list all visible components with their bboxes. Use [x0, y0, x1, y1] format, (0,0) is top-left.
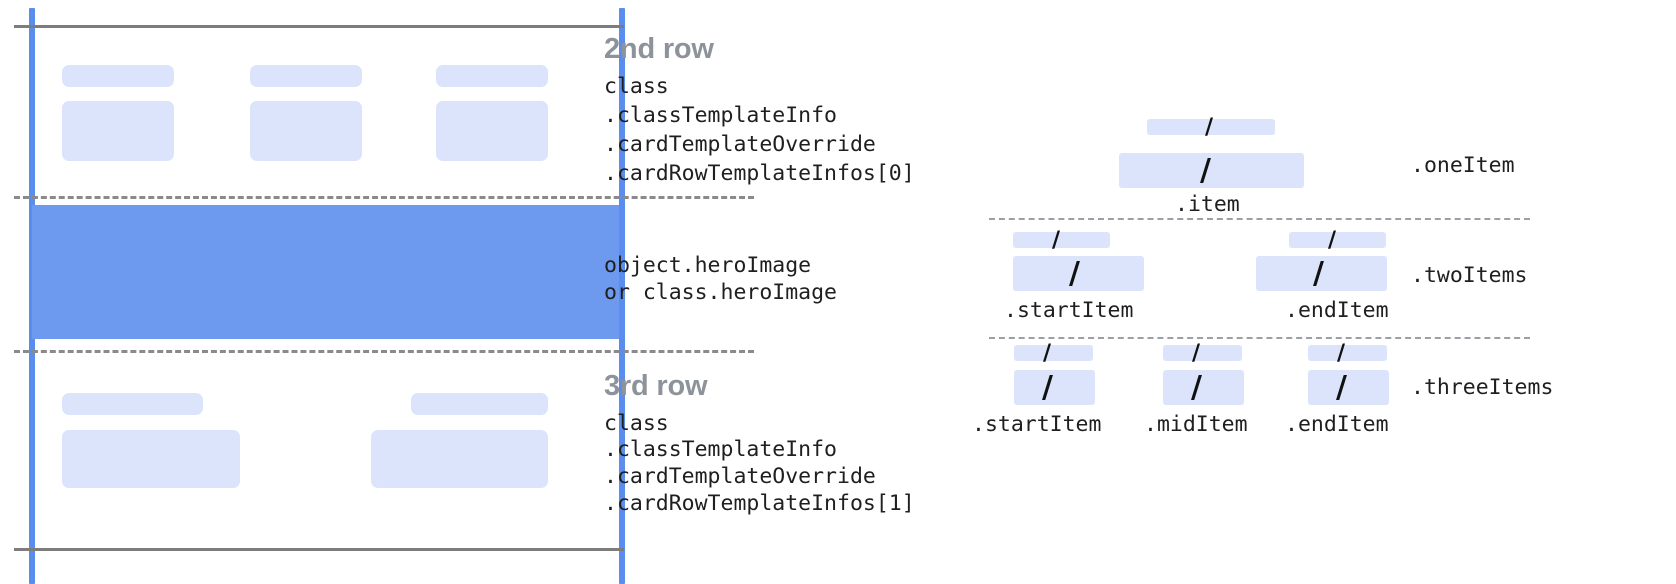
slash-glyph: /	[1328, 228, 1337, 253]
slot-body-box	[1256, 256, 1387, 291]
card-top-rule	[14, 25, 624, 28]
slot-label: .midItem	[1144, 412, 1248, 437]
group-label: .oneItem	[1411, 153, 1515, 178]
second-row-path-line: class	[604, 74, 669, 99]
third-row-path-line: .cardRowTemplateInfos[1]	[604, 491, 915, 516]
group-label: .twoItems	[1411, 263, 1528, 288]
slot-title-box	[1013, 232, 1110, 248]
slot-label: .endItem	[1285, 298, 1389, 323]
second-row-path-line: .cardTemplateOverride	[604, 132, 876, 157]
slot-title-box	[1147, 119, 1275, 135]
third-row-heading: 3rd row	[604, 370, 708, 402]
third-row-path-line: .cardTemplateOverride	[604, 464, 876, 489]
slot-body-box	[1119, 153, 1304, 188]
slash-glyph: /	[1042, 370, 1053, 405]
item-body-chip	[62, 430, 240, 488]
item-title-chip	[411, 393, 548, 415]
slot-title-box	[1289, 232, 1386, 248]
hero-path-line: or class.heroImage	[604, 280, 837, 305]
variant-separator	[989, 218, 1530, 220]
item-body-chip	[371, 430, 548, 488]
second-row-heading: 2nd row	[604, 33, 714, 65]
slash-glyph: /	[1336, 370, 1347, 405]
slash-glyph: /	[1200, 153, 1211, 188]
slash-glyph: /	[1191, 370, 1202, 405]
slot-title-box	[1014, 345, 1093, 361]
slot-title-box	[1308, 345, 1387, 361]
item-body-chip	[62, 101, 174, 161]
slot-body-box	[1308, 370, 1389, 405]
variant-separator	[989, 337, 1530, 339]
slash-glyph: /	[1069, 256, 1080, 291]
item-body-chip	[250, 101, 362, 161]
hero-image-block	[32, 205, 619, 339]
slash-glyph: /	[1313, 256, 1324, 291]
slot-body-box	[1163, 370, 1244, 405]
slash-glyph: /	[1052, 228, 1061, 253]
row-separator-bottom	[14, 350, 754, 353]
slot-title-box	[1163, 345, 1242, 361]
item-title-chip	[436, 65, 548, 87]
item-body-chip	[436, 101, 548, 161]
hero-path-line: object.heroImage	[604, 253, 812, 278]
slot-label: .startItem	[1004, 298, 1134, 323]
third-row-path-line: .classTemplateInfo	[604, 437, 837, 462]
slash-glyph: /	[1337, 341, 1346, 366]
card-right-edge-guide	[619, 8, 625, 584]
group-label: .threeItems	[1411, 375, 1554, 400]
slash-glyph: /	[1043, 341, 1052, 366]
slot-body-box	[1014, 370, 1095, 405]
slash-glyph: /	[1192, 341, 1201, 366]
slot-label: .startItem	[972, 412, 1102, 437]
second-row-path-line: .classTemplateInfo	[604, 103, 837, 128]
card-bottom-rule	[14, 548, 624, 551]
item-title-chip	[62, 65, 174, 87]
slash-glyph: /	[1205, 115, 1214, 140]
slot-label: .item	[1175, 192, 1240, 217]
item-title-chip	[62, 393, 203, 415]
third-row-path-line: class	[604, 411, 669, 436]
slot-body-box	[1013, 256, 1144, 291]
item-title-chip	[250, 65, 362, 87]
second-row-path-line: .cardRowTemplateInfos[0]	[604, 161, 915, 186]
slot-label: .endItem	[1285, 412, 1389, 437]
row-separator-top	[14, 196, 754, 199]
